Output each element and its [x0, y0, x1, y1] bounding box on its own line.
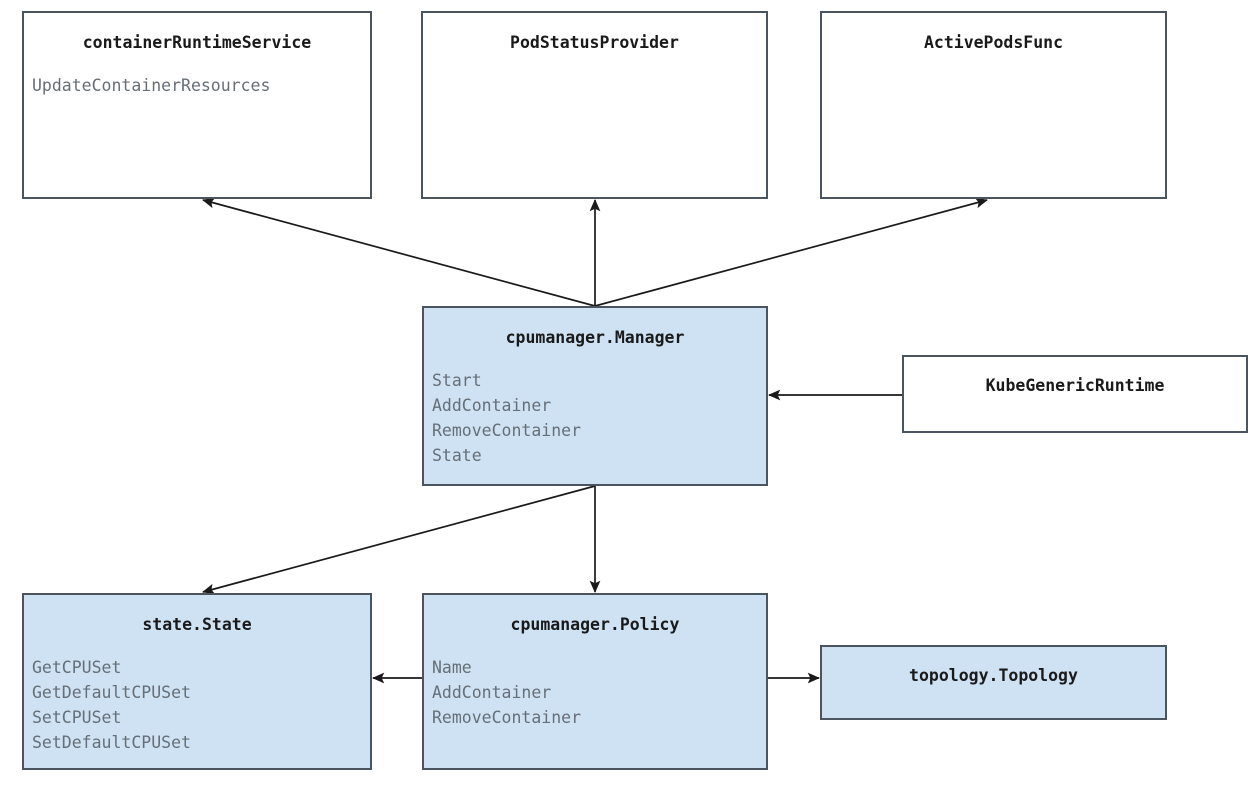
class-member: AddContainer: [432, 683, 552, 702]
class-title: cpumanager.Policy: [510, 615, 680, 634]
class-member: AddContainer: [432, 396, 552, 415]
class-member: GetCPUSet: [32, 658, 122, 677]
edge-manager-to-containerRuntimeService: [202, 197, 596, 307]
class-title: ActivePodsFunc: [923, 33, 1064, 52]
class-title: state.State: [142, 615, 252, 634]
edge-manager-to-activePodsFunc: [594, 197, 988, 307]
uml-class-box-PodStatusProvider: PodStatusProvider: [421, 11, 768, 199]
class-title: cpumanager.Manager: [505, 328, 685, 347]
class-member: SetDefaultCPUSet: [32, 733, 191, 752]
edge-group: [202, 197, 988, 684]
class-member: UpdateContainerResources: [32, 76, 271, 95]
class-member: RemoveContainer: [432, 708, 582, 727]
class-member: Name: [432, 658, 472, 677]
class-member-list: UpdateContainerResources: [32, 73, 370, 98]
class-member: SetCPUSet: [32, 708, 122, 727]
class-title: KubeGenericRuntime: [985, 376, 1165, 395]
class-member: Start: [432, 371, 482, 390]
class-member: RemoveContainer: [432, 421, 582, 440]
class-member: GetDefaultCPUSet: [32, 683, 191, 702]
edge-manager-to-stateState: [202, 485, 596, 595]
uml-class-box-ActivePodsFunc: ActivePodsFunc: [820, 11, 1167, 199]
class-title: containerRuntimeService: [82, 33, 312, 52]
class-member: State: [432, 446, 482, 465]
class-title: topology.Topology: [909, 666, 1078, 685]
uml-class-box-topologyTopology: topology.Topology: [820, 645, 1167, 720]
uml-class-box-KubeGenericRuntime: KubeGenericRuntime: [902, 355, 1248, 433]
class-title: PodStatusProvider: [510, 33, 679, 52]
